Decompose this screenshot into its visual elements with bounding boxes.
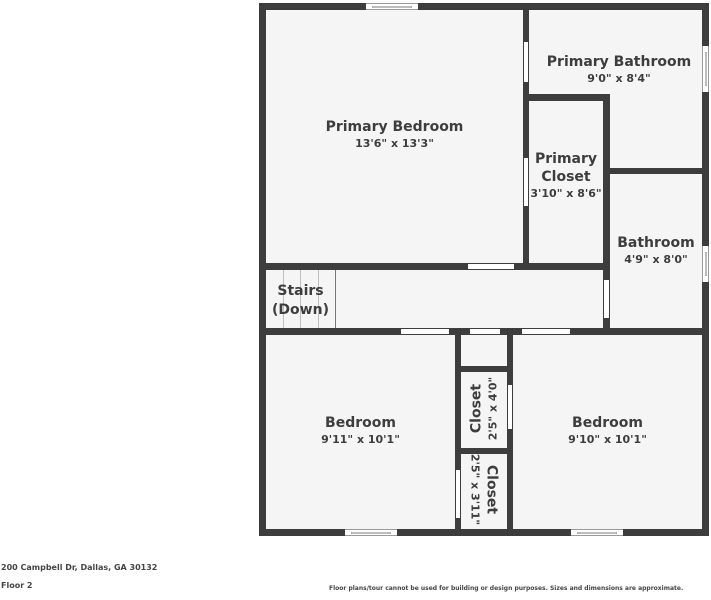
door-opening-primary-closet — [524, 158, 528, 206]
wall-primary-bedroom-bottom — [259, 263, 609, 270]
room-dimensions: 3'10" x 8'6" — [530, 187, 602, 200]
window-bedroom-right — [571, 529, 623, 536]
stair-tread — [283, 270, 284, 328]
door-opening-linen — [470, 329, 500, 334]
window-primary-bathroom — [702, 46, 709, 92]
stair-tread — [300, 270, 301, 328]
room-name-line2: Closet — [541, 169, 591, 185]
room-name: Bathroom — [617, 235, 695, 251]
room-bathroom: Bathroom 4'9" x 8'0" — [610, 234, 702, 267]
room-dimensions: 9'11" x 10'1" — [321, 433, 400, 446]
address-text: 200 Campbell Dr, Dallas, GA 30132 — [1, 563, 158, 572]
room-name-line1: Primary — [534, 151, 598, 167]
room-primary-bedroom: Primary Bedroom 13'6" x 13'3" — [266, 118, 523, 151]
stair-tread — [318, 270, 319, 328]
wall-closets-right — [507, 328, 513, 536]
floor-label: Floor 2 — [1, 581, 33, 590]
wall-closet-divider — [455, 448, 513, 454]
room-name: Primary Bathroom — [546, 54, 692, 70]
door-opening-primary-bedroom — [468, 264, 514, 269]
room-dimensions: 13'6" x 13'3" — [355, 137, 434, 150]
room-dimensions: 2'5" x 3'11" — [468, 453, 482, 526]
door-opening-primary-bath — [524, 42, 528, 82]
room-stairs: Stairs (Down) — [266, 281, 335, 319]
outer-wall-bottom — [259, 529, 709, 536]
wall-primary-closet-top — [523, 94, 610, 101]
window-primary-bedroom — [366, 3, 418, 10]
door-opening-bedroom-right — [522, 329, 570, 334]
wall-closet-upper-top — [455, 366, 513, 372]
room-name: Bedroom — [572, 415, 643, 431]
disclaimer-text: Floor plans/tour cannot be used for buil… — [329, 585, 684, 592]
room-name: Bedroom — [325, 415, 396, 431]
room-name: Primary Bedroom — [325, 119, 464, 135]
room-dimensions: 9'0" x 8'4" — [587, 72, 651, 85]
wall-bathroom-top — [603, 168, 709, 174]
door-opening-bedroom-left — [401, 329, 449, 334]
room-name: Closet — [483, 464, 500, 515]
stairs-edge — [335, 270, 336, 328]
room-bedroom-left: Bedroom 9'11" x 10'1" — [266, 414, 455, 447]
room-name-line2: (Down) — [272, 302, 329, 318]
wall-primary-bedroom-right — [523, 3, 529, 270]
door-opening-closet-lower — [456, 470, 460, 518]
door-opening-bathroom — [604, 280, 609, 318]
room-name-line1: Stairs — [277, 283, 324, 299]
room-primary-bathroom: Primary Bathroom 9'0" x 8'4" — [529, 53, 709, 86]
room-bedroom-right: Bedroom 9'10" x 10'1" — [513, 414, 702, 447]
room-primary-closet: Primary Closet 3'10" x 8'6" — [529, 150, 603, 201]
wall-primary-closet-right — [603, 94, 610, 330]
wall-closets-left — [455, 328, 461, 536]
window-bedroom-left — [345, 529, 397, 536]
room-dimensions: 4'9" x 8'0" — [624, 253, 688, 266]
window-bathroom — [702, 246, 709, 282]
room-dimensions: 9'10" x 10'1" — [568, 433, 647, 446]
door-opening-closet-upper — [508, 385, 512, 429]
outer-wall-top — [259, 3, 709, 10]
